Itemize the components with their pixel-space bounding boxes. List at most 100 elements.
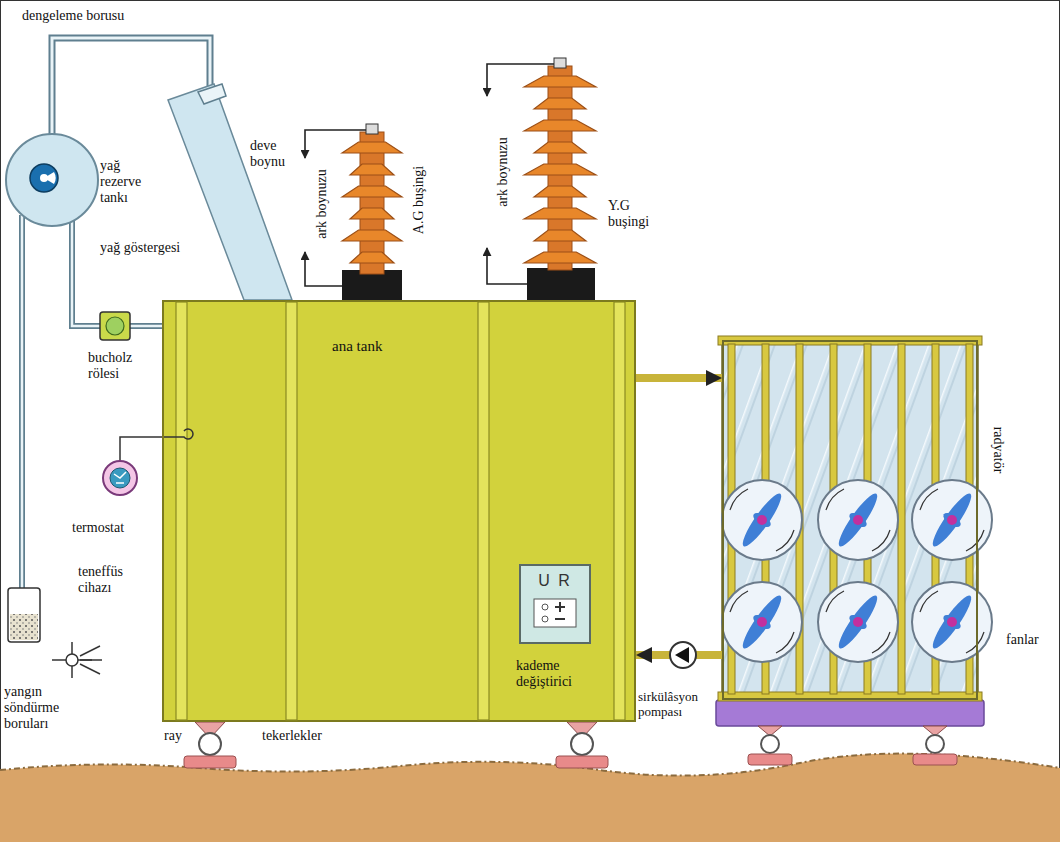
fan: [730, 489, 748, 510]
wheel: [556, 756, 608, 768]
radiator-drawing: [898, 344, 905, 694]
fan: [872, 632, 890, 653]
fan: [966, 530, 984, 551]
tank-title: ana tank: [332, 338, 382, 355]
radiator: radyatör: [722, 340, 978, 700]
circulation-pump: [670, 642, 696, 668]
conservator-tank: [72, 220, 162, 326]
bushing: [524, 164, 596, 175]
wheel: [199, 733, 221, 755]
fan: [738, 592, 786, 652]
fan: [912, 582, 992, 662]
wheel: [184, 722, 957, 768]
fan: [966, 632, 984, 653]
fan: [738, 490, 786, 550]
conservator-tank: [40, 174, 48, 182]
tank-ribs: [286, 302, 297, 720]
control-icon: [555, 602, 565, 619]
fan: [928, 490, 976, 550]
bushing: [527, 268, 595, 300]
bushing: [342, 186, 402, 197]
tank-ribs: [162, 300, 636, 722]
part-name: fanlar: [1006, 632, 1039, 648]
fan: [826, 489, 844, 510]
part-name: yağ rezerve tankı: [100, 158, 158, 206]
bushing: [524, 58, 596, 270]
radiator-drawing: [716, 700, 984, 726]
wheel: [926, 735, 944, 753]
bushing: [342, 124, 402, 274]
fan: [920, 591, 938, 612]
fan: [818, 582, 898, 662]
main-tank: U Rana tankkademe değiştirici: [162, 300, 636, 722]
thermostat: [103, 437, 164, 495]
fan: [818, 480, 898, 560]
part-name: dengeleme borusu: [22, 8, 124, 24]
fire-sprinkler: [80, 646, 100, 656]
wheel: [571, 733, 593, 755]
conservator-tank: [168, 84, 292, 300]
control-icon: [534, 599, 576, 627]
fan: [847, 510, 869, 530]
wheel: [913, 754, 957, 765]
bushing: [524, 120, 596, 131]
fan: [853, 515, 863, 525]
fan: [751, 510, 773, 530]
bushing: [342, 230, 402, 241]
buchholz-relay: [106, 317, 124, 335]
fan: [872, 530, 890, 551]
arc-horn: [305, 252, 342, 286]
bushing: [342, 142, 402, 153]
thermostat: [120, 437, 164, 461]
part-name: ark boynuzu: [314, 169, 330, 239]
fan: [941, 612, 963, 632]
fan: [853, 617, 863, 627]
breather: [8, 588, 40, 642]
ground: [0, 754, 1060, 842]
bushing: [524, 76, 596, 87]
part-name: ray: [164, 728, 182, 744]
conservator-tank: [21, 215, 24, 588]
fan: [818, 582, 898, 662]
part-name: radyatör: [990, 427, 1006, 474]
fan: [757, 617, 767, 627]
wheel: [184, 756, 236, 768]
arc-horn: [487, 64, 554, 96]
fan: [834, 490, 882, 550]
arc-horn: [305, 64, 554, 286]
control-icon: [542, 604, 548, 610]
part-name: teneffüs cihazı: [78, 564, 144, 596]
fan: [912, 480, 992, 560]
fan: [757, 515, 767, 525]
tank-ribs: [614, 302, 625, 720]
bushing: [350, 208, 394, 219]
fan: [730, 591, 748, 612]
bushing: [350, 164, 394, 175]
fan: [776, 632, 794, 653]
buchholz-relay: [100, 312, 130, 340]
bushing: [366, 124, 378, 134]
part-name: termostat: [72, 520, 124, 536]
fan: [847, 612, 869, 632]
part-name: yangın söndürme boruları: [4, 684, 80, 732]
part-name: tekerlekler: [262, 728, 322, 744]
control-icon: [533, 598, 577, 628]
fire-sprinkler: [80, 664, 100, 674]
bushing: [524, 208, 596, 219]
fan: [722, 480, 802, 560]
circulation-pump: [675, 647, 689, 663]
bushing: [534, 230, 586, 241]
fan: [818, 480, 898, 560]
part-name: A.G buşingi: [411, 166, 427, 234]
ground: [0, 754, 1060, 842]
fan: [722, 582, 802, 662]
thermostat: [110, 468, 130, 488]
panel-label: U R: [521, 572, 589, 590]
bushing: [534, 142, 586, 153]
conservator-tank: [19, 215, 25, 588]
fan: [941, 510, 963, 530]
ground: [0, 754, 1060, 776]
control-icon: [542, 616, 548, 622]
